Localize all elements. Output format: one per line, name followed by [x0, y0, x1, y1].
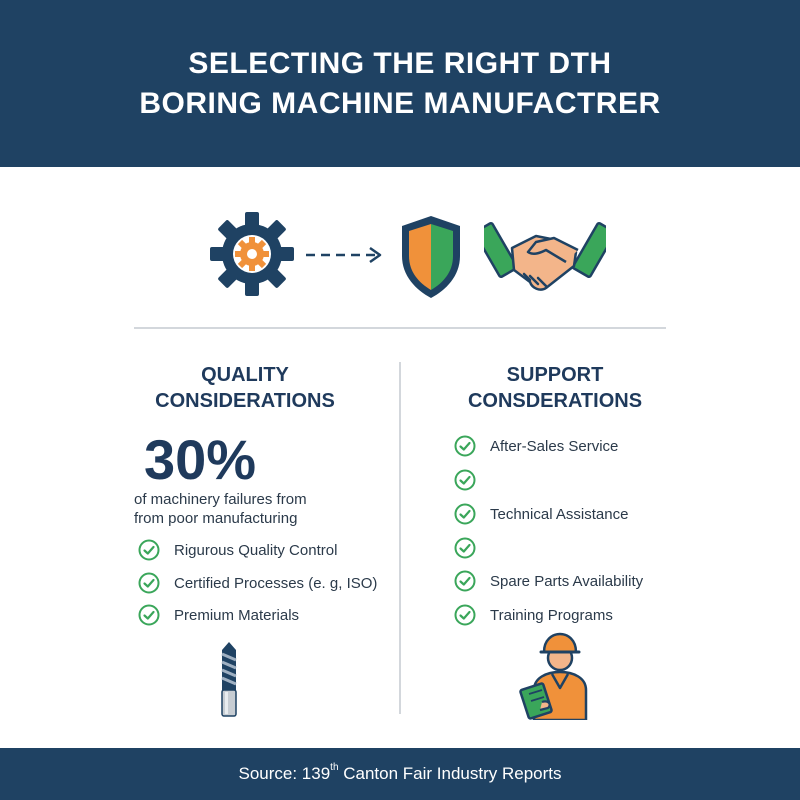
quality-item-label: Certified Processes (e. g, ISO)	[174, 574, 378, 592]
engineer-icon	[519, 632, 588, 720]
support-item-label: Technical Assistance	[490, 505, 629, 523]
source-text: Source: 139th Canton Fair Industry Repor…	[238, 762, 562, 784]
source-prefix: Source: 139	[238, 764, 331, 783]
check-icon	[454, 537, 476, 559]
quality-heading-line-1: QUALITY	[201, 364, 289, 386]
check-icon	[454, 469, 476, 491]
check-icon	[454, 570, 476, 592]
source-footer: Source: 139th Canton Fair Industry Repor…	[0, 748, 800, 800]
support-item: Technical Assistance	[454, 502, 628, 526]
check-icon	[454, 435, 476, 457]
page-title-line-2: BORING MACHINE MANUFACTRER	[139, 86, 661, 120]
dashed-arrow-icon	[306, 246, 382, 264]
support-item-label: Training Programs	[490, 606, 613, 624]
support-item-label: After-Sales Service	[490, 437, 619, 455]
quality-item: Certified Processes (e. g, ISO)	[138, 571, 377, 595]
quality-heading: QUALITY CONSIDERATIONS	[125, 362, 365, 414]
support-item: Training Programs	[454, 603, 613, 627]
page-title-line-1: SELECTING THE RIGHT DTH	[188, 46, 612, 80]
support-item: Spare Parts Availability	[454, 569, 643, 593]
source-suffix: Canton Fair Industry Reports	[338, 764, 562, 783]
support-heading-line-1: SUPPORT	[506, 364, 604, 386]
quality-heading-line-2: CONSIDERATIONS	[155, 390, 335, 412]
support-item	[454, 468, 490, 492]
failure-stat-desc-line-2: from poor manufacturing	[134, 510, 298, 527]
horizontal-divider	[134, 327, 666, 329]
failure-stat-desc-line-1: of machinery failures from	[134, 491, 307, 508]
support-heading-line-2: CONSDERATIONS	[467, 390, 643, 412]
failure-stat: 30%	[144, 428, 257, 491]
check-icon	[454, 604, 476, 626]
source-superscript: th	[330, 762, 339, 773]
handshake-icon	[484, 221, 606, 291]
shield-icon	[402, 216, 460, 298]
quality-item-label: Premium Materials	[174, 606, 300, 624]
check-icon	[138, 572, 160, 594]
support-item: After-Sales Service	[454, 434, 618, 458]
header-banner: SELECTING THE RIGHT DTH BORING MACHINE M…	[0, 0, 800, 167]
support-item-label: Spare Parts Availability	[490, 572, 644, 590]
gear-icon	[210, 212, 294, 296]
check-icon	[138, 539, 160, 561]
quality-item: Rigurous Quality Control	[138, 538, 337, 562]
support-item	[454, 536, 490, 560]
quality-item: Premium Materials	[138, 603, 299, 627]
failure-stat-description: of machinery failures from from poor man…	[134, 490, 364, 528]
check-icon	[454, 503, 476, 525]
quality-item-label: Rigurous Quality Control	[174, 541, 338, 559]
drill-bit-icon	[221, 642, 237, 717]
check-icon	[138, 604, 160, 626]
icon-row	[0, 200, 800, 310]
support-heading: SUPPORT CONSDERATIONS	[435, 362, 675, 414]
vertical-divider	[399, 362, 401, 714]
